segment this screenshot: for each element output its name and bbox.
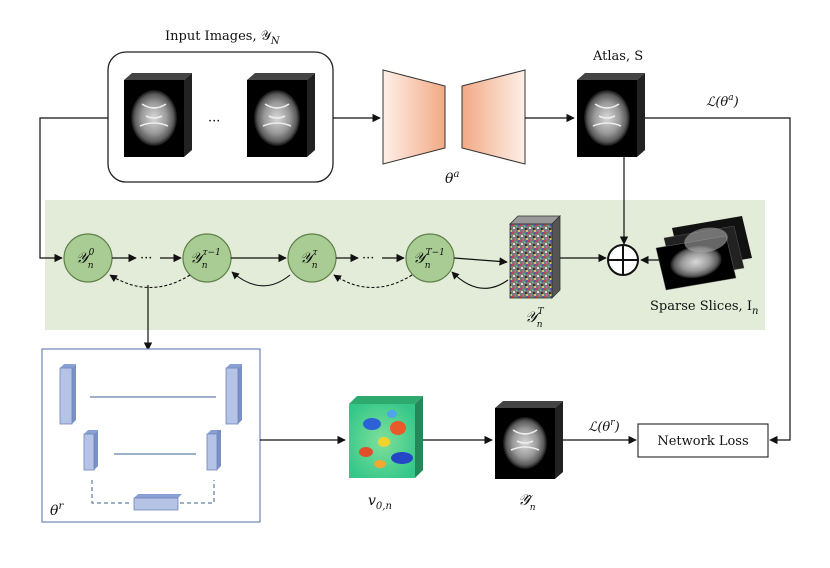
chain-edge-5-right	[453, 257, 508, 266]
reverse-edge-solid-2	[451, 271, 509, 289]
sparse-slices-stack	[655, 216, 752, 291]
output-brain-image	[495, 401, 563, 479]
unet-architecture	[59, 364, 242, 511]
chain-node-0: 𝒴n0	[63, 233, 113, 283]
svg-text:𝒴nτ−1: 𝒴nτ−1	[190, 248, 221, 271]
chain-node-tau-minus-1: 𝒴nτ−1	[182, 233, 232, 283]
diffusion-panel	[45, 200, 765, 330]
atlas-brain-image	[577, 73, 645, 157]
chain-node-tau: 𝒴nτ	[287, 233, 337, 283]
reverse-edge-solid-1	[231, 271, 291, 287]
input-ellipsis: ···	[208, 114, 220, 129]
reverse-edge-dashed-2	[333, 274, 413, 289]
reverse-edge-dashed-1	[109, 274, 191, 289]
atlas-encoder-network	[382, 69, 526, 165]
velocity-label: v0,n	[368, 493, 392, 512]
unet-theta-label: θr	[50, 501, 64, 519]
atlas-loss-label: ℒ(θa)	[706, 93, 739, 110]
arrow-input-to-chain	[39, 117, 108, 263]
network-loss-box	[637, 423, 769, 458]
atlas-label: Atlas, S	[592, 49, 643, 64]
arrow-atlas-to-loss	[645, 117, 791, 445]
velocity-field-cube	[349, 396, 423, 478]
sparse-slices-label: Sparse Slices, In	[650, 299, 758, 317]
output-label: 𝒴̂n	[518, 491, 536, 513]
input-brain-image-2	[247, 73, 315, 157]
chain-dots-2: ···	[362, 251, 374, 266]
svg-text:𝒴nτ: 𝒴nτ	[300, 248, 319, 271]
noise-volume-cube	[509, 215, 561, 299]
encoder-theta-label: θa	[445, 169, 459, 187]
svg-text:𝒴n0: 𝒴n0	[76, 248, 95, 271]
unet-box	[41, 348, 261, 523]
input-brain-image-1	[124, 73, 192, 157]
sum-operator	[607, 244, 639, 276]
chain-node-T-minus-1: 𝒴nT−1	[405, 233, 455, 283]
network-loss-label: Network Loss	[657, 434, 748, 449]
input-images-label: Input Images, 𝒴N	[165, 29, 281, 47]
noise-volume-label: 𝒴nT	[525, 307, 545, 330]
chain-dots-1: ···	[140, 251, 152, 266]
svg-text:𝒴nT−1: 𝒴nT−1	[413, 248, 445, 271]
recon-loss-label: ℒ(θr)	[588, 418, 620, 435]
